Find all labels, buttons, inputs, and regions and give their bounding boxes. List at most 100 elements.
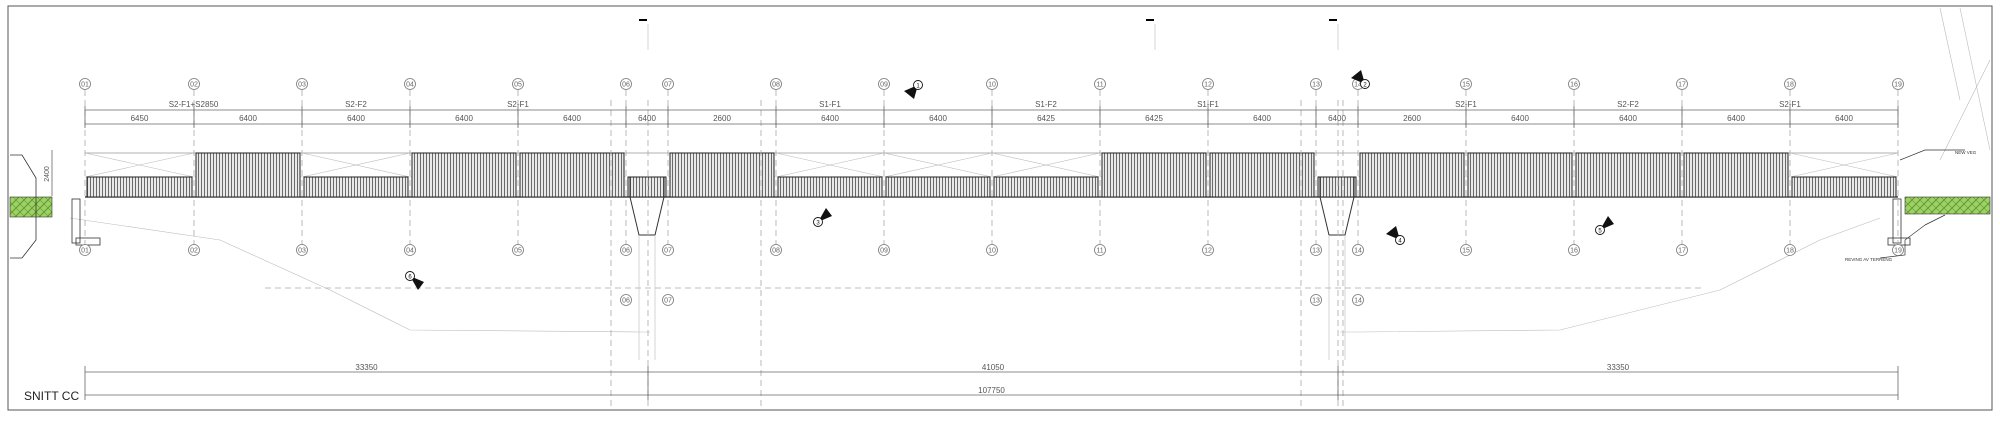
axis-label-top: 06	[622, 82, 630, 89]
segment-dim-label: 6400	[1727, 114, 1745, 123]
axis-bubble-bottom	[188, 244, 200, 256]
axis-label-top: 17	[1678, 82, 1686, 89]
deck-panel-tall	[1209, 152, 1315, 198]
span-group-label: S2-F1	[1779, 100, 1801, 109]
axis-label-bottom: 09	[880, 248, 888, 255]
axis-label-top: 02	[190, 82, 198, 89]
deck-panel	[993, 176, 1099, 198]
deck-panel-tall	[669, 152, 775, 198]
axis-bubble-top	[1310, 78, 1322, 90]
span-group-label: S1-F1	[1197, 100, 1219, 109]
axis-label-bottom: 04	[406, 248, 414, 255]
axis-label-bottom: 08	[772, 248, 780, 255]
axis-bubble-bottom	[1784, 244, 1796, 256]
axis-bubble-top	[188, 78, 200, 90]
marker-label: 1	[916, 84, 920, 90]
axis-label-top: 01	[81, 82, 89, 89]
axis-label-bottom: 15	[1462, 248, 1470, 255]
segment-dim-label: 6400	[347, 114, 365, 123]
axis-label-bottom: 07	[664, 248, 672, 255]
axis-label-bottom: 18	[1786, 248, 1794, 255]
total-dim-left: 33350	[355, 363, 378, 372]
axis-bubble-top	[1094, 78, 1106, 90]
segment-dim-label: 6400	[1619, 114, 1637, 123]
axis-label-top: 19	[1894, 82, 1902, 89]
section-marks	[639, 19, 1339, 50]
axis-bubble-top	[1892, 78, 1904, 90]
truss-diagonal	[1789, 152, 1899, 178]
deck-panel-tall	[1575, 152, 1681, 198]
segment-dim-label: 6400	[638, 114, 656, 123]
axis-label-bottom: 14	[1354, 248, 1362, 255]
abutment-right-callout: NEW VEG REVING AV TERRENG	[1845, 149, 1977, 262]
axis-bubble-bottom	[1094, 244, 1106, 256]
axis-label-bottom: 01	[81, 248, 89, 255]
axis-bubble-bottom	[1892, 244, 1904, 256]
total-dim-right: 33350	[1607, 363, 1630, 372]
axis-label-bottom: 05	[514, 248, 522, 255]
axis-label-top: 14	[1354, 82, 1362, 89]
axis-bubble-bottom	[1310, 244, 1322, 256]
truss-diagonal	[991, 152, 1101, 178]
axis-label-bottom: 02	[190, 248, 198, 255]
abutment-left-callout: 2400	[10, 150, 101, 259]
axis-label-top: 16	[1570, 82, 1578, 89]
span-group-label: S1-F1	[819, 100, 841, 109]
segment-dim-label: 6400	[929, 114, 947, 123]
axis-label-pier: 07	[664, 298, 672, 305]
axis-label-bottom: 17	[1678, 248, 1686, 255]
axis-bubble-bottom	[79, 244, 91, 256]
segment-dim-label: 6400	[1253, 114, 1271, 123]
truss-diagonal	[84, 152, 195, 178]
segment-dim-label: 6400	[1328, 114, 1346, 123]
deck-panel	[885, 176, 991, 198]
axis-label-pier: 14	[1354, 298, 1362, 305]
axis-bubble-bottom	[1676, 244, 1688, 256]
marker-circle	[405, 271, 415, 281]
axis-bubble-top	[1202, 78, 1214, 90]
axis-label-bottom: 11	[1096, 248, 1103, 255]
segment-dim-label: 6400	[1511, 114, 1529, 123]
axis-label-bottom: 16	[1570, 248, 1578, 255]
right-top-note: NEW VEG	[1955, 150, 1977, 155]
deck-panel-tall	[411, 152, 517, 198]
pier-cap-panel	[1319, 176, 1355, 198]
axis-bubble-top	[1784, 78, 1796, 90]
bridge-deck	[86, 152, 1897, 198]
segment-dim-label: 6425	[1145, 114, 1163, 123]
axis-label-top: 09	[880, 82, 888, 89]
deck-panel	[86, 176, 193, 198]
axis-label-top: 04	[406, 82, 414, 89]
deck-panel	[1791, 176, 1897, 198]
axis-bubbles: 0101020203030404050506060707080809091010…	[79, 78, 1904, 306]
axis-bubble-bottom	[1568, 244, 1580, 256]
segment-dim-label: 6400	[455, 114, 473, 123]
pier-column	[1319, 196, 1355, 236]
marker-circle	[913, 80, 923, 90]
axis-label-top: 15	[1462, 82, 1470, 89]
span-group-label: S2-F1	[507, 100, 529, 109]
axis-bubble-top	[1676, 78, 1688, 90]
axis-label-top: 18	[1786, 82, 1794, 89]
overall-dim: 107750	[978, 386, 1005, 395]
segment-dim-label: 6400	[563, 114, 581, 123]
axis-bubble-pier	[1352, 294, 1364, 306]
axis-bubble-bottom	[1352, 244, 1364, 256]
segment-dim-label: 2600	[1403, 114, 1421, 123]
marker-circle	[1395, 235, 1405, 245]
axis-bubble-top	[878, 78, 890, 90]
drawing-title: SNITT CC	[24, 389, 79, 403]
deck-panel-tall	[1101, 152, 1207, 198]
axis-bubble-top	[662, 78, 674, 90]
axis-bubble-top	[1460, 78, 1472, 90]
axis-bubble-bottom	[620, 244, 632, 256]
truss-diagonal	[883, 152, 993, 178]
axis-bubble-pier	[620, 294, 632, 306]
segment-dim-label: 6400	[821, 114, 839, 123]
sheet-border	[7, 5, 1993, 411]
axis-label-pier: 13	[1312, 298, 1320, 305]
ground-left	[9, 196, 53, 218]
axis-label-bottom: 06	[622, 248, 630, 255]
axis-bubble-bottom	[404, 244, 416, 256]
